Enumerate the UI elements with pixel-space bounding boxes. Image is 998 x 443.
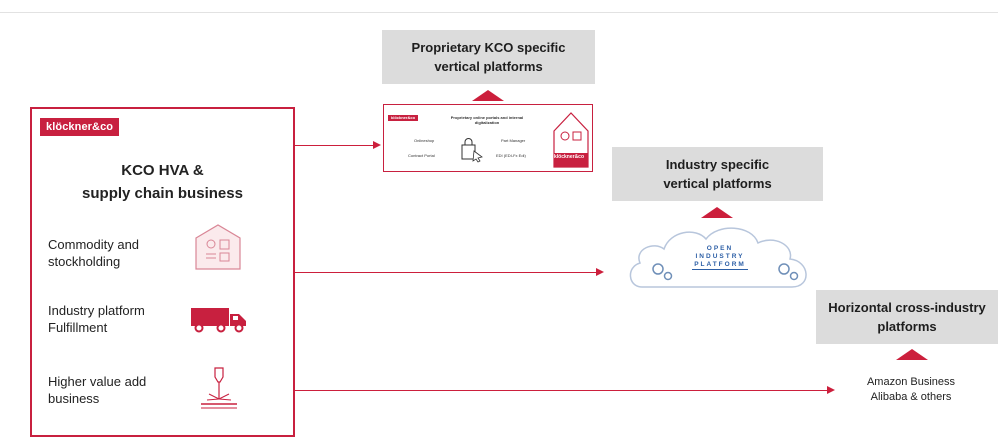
item-line1: Commodity and (48, 237, 140, 252)
industry-title-line1: Industry specific (665, 157, 770, 172)
kco-title-line1: KCO HVA & (121, 162, 204, 179)
shop-heading: Proprietary online portals and internal … (432, 115, 542, 125)
item-line2: business (48, 391, 100, 406)
online-shop-label: Onlineshop (414, 138, 435, 143)
part-manager-label: Part Manager (501, 138, 526, 143)
shop-heading-line1: Proprietary online portals and internal (450, 115, 524, 120)
cloud-line1: OPEN (706, 245, 734, 252)
up-triangle-icon (896, 349, 928, 360)
kco-business-box: klöckner&co KCO HVA & supply chain busin… (30, 107, 295, 437)
cloud-line3: PLATFORM (692, 261, 748, 270)
badge-logo: klöckner&co (554, 154, 585, 160)
kco-title-line2: supply chain business (82, 185, 243, 202)
warehouse-icon (195, 224, 241, 270)
industry-title-line2: vertical platforms (663, 176, 772, 191)
top-divider (0, 12, 998, 13)
item-line1: Industry platform (48, 303, 145, 318)
online-portals-panel: klöckner&co Proprietary online portals a… (383, 104, 593, 172)
contract-portal-label: Contract Portal (408, 153, 435, 158)
horizontal-title-line1: Horizontal cross-industry (828, 300, 986, 315)
item-line1: Higher value add (48, 374, 147, 389)
cloud-icon (629, 227, 807, 288)
industry-platforms-box: Industry specific vertical platforms (612, 147, 823, 201)
cloud-line2: INDUSTRY (695, 253, 745, 260)
list-item: Commodity and stockholding (48, 236, 139, 270)
shop-heading-line2: digitalization (474, 120, 500, 125)
up-triangle-icon (701, 207, 733, 218)
edi-label: EDI (EDI-Fx Edi) (496, 153, 526, 158)
arrowhead-icon (373, 141, 381, 149)
klockner-logo: klöckner&co (40, 118, 120, 136)
list-item: Higher value add business (48, 373, 146, 407)
kco-title: KCO HVA & supply chain business (32, 159, 293, 205)
proprietary-platforms-box: Proprietary KCO specific vertical platfo… (382, 30, 595, 84)
proprietary-title-line2: vertical platforms (434, 59, 543, 74)
item-line2: stockholding (48, 254, 121, 269)
up-triangle-icon (472, 90, 504, 101)
proprietary-title-line1: Proprietary KCO specific (411, 40, 566, 55)
list-item: Industry platform Fulfillment (48, 302, 145, 336)
shopping-bag-icon (461, 138, 483, 163)
laser-cutting-icon (201, 367, 237, 409)
caption-line1: Amazon Business (866, 376, 956, 388)
caption-line2: Alibaba & others (870, 391, 952, 403)
connector-line (295, 145, 375, 146)
arrowhead-icon (827, 386, 835, 394)
klockner-building-icon (553, 112, 589, 168)
horizontal-platforms-box: Horizontal cross-industry platforms (816, 290, 998, 344)
open-industry-platform-logo: OPEN INDUSTRY PLATFORM (670, 245, 770, 270)
truck-icon (191, 308, 246, 333)
connector-line (295, 272, 597, 273)
horizontal-caption: Amazon Business Alibaba & others (846, 375, 976, 405)
connector-line (295, 390, 828, 391)
shop-logo: klöckner&co (388, 115, 419, 121)
arrowhead-icon (596, 268, 604, 276)
horizontal-title-line2: platforms (877, 319, 937, 334)
item-line2: Fulfillment (48, 320, 108, 335)
